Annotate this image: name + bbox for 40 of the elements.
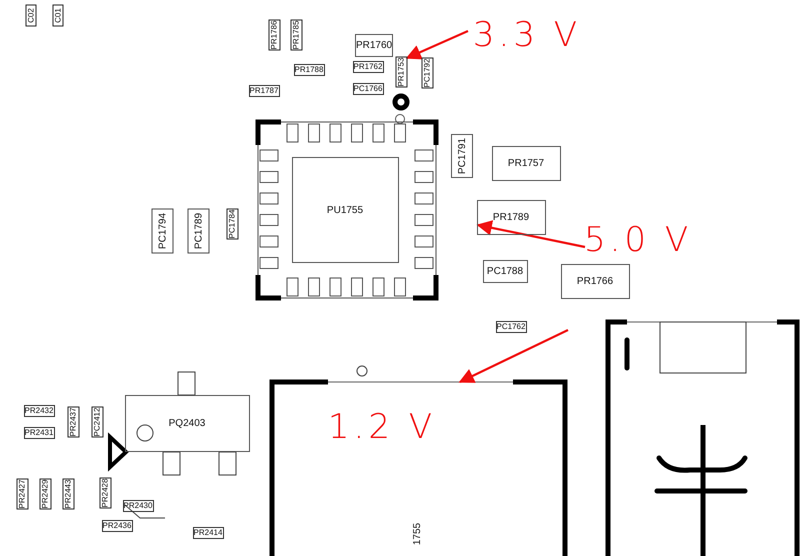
part-label: PR2437	[67, 406, 79, 438]
part-label: PR1789	[476, 200, 546, 234]
part-label: PC1784	[226, 208, 238, 240]
part-label: C02	[26, 4, 36, 26]
part-label: PR1760	[355, 34, 393, 56]
part-label: PR1753	[395, 56, 407, 88]
arrow	[476, 220, 586, 248]
handwritten-note: 1.2 V	[314, 407, 450, 447]
part-label: PR1766	[560, 264, 630, 298]
part-label: PC1788	[482, 260, 528, 282]
part-label: C01	[52, 4, 64, 26]
part-label: 1755	[412, 522, 424, 548]
part-label: PR1786	[268, 20, 280, 50]
part-label: PR2427	[16, 478, 28, 510]
handwritten-note: 3.3 V	[468, 15, 586, 55]
part-label: PC1794	[151, 208, 173, 254]
arrow	[406, 30, 468, 60]
part-label: PR2429	[39, 478, 51, 510]
part-label: PR1788	[294, 64, 324, 76]
part-label: PR2432	[24, 405, 54, 417]
part-label: PR2443	[62, 478, 74, 510]
part-label: PC1791	[451, 134, 473, 178]
part-label: PR2428	[99, 478, 111, 508]
part-label: PR2414	[192, 527, 224, 539]
part-label: PR1757	[492, 146, 560, 180]
part-label: PR1762	[352, 61, 384, 73]
arrow	[458, 329, 568, 383]
part-label: PR2431	[24, 427, 54, 439]
handwritten-note: 5.0 V	[585, 222, 691, 258]
part-label: PC1792	[421, 58, 433, 88]
part-label: PR1787	[248, 85, 280, 97]
part-label: PC1789	[187, 208, 209, 254]
part-label: PU1755	[292, 157, 398, 263]
part-label: PC1762	[496, 321, 526, 333]
part-label: PR1785	[290, 20, 302, 50]
part-label: PC2412	[91, 406, 103, 438]
part-label: PQ2403	[124, 394, 250, 452]
part-label: PC1766	[352, 83, 384, 95]
part-label: PR2436	[102, 520, 132, 532]
part-label: PR2430	[122, 500, 154, 512]
